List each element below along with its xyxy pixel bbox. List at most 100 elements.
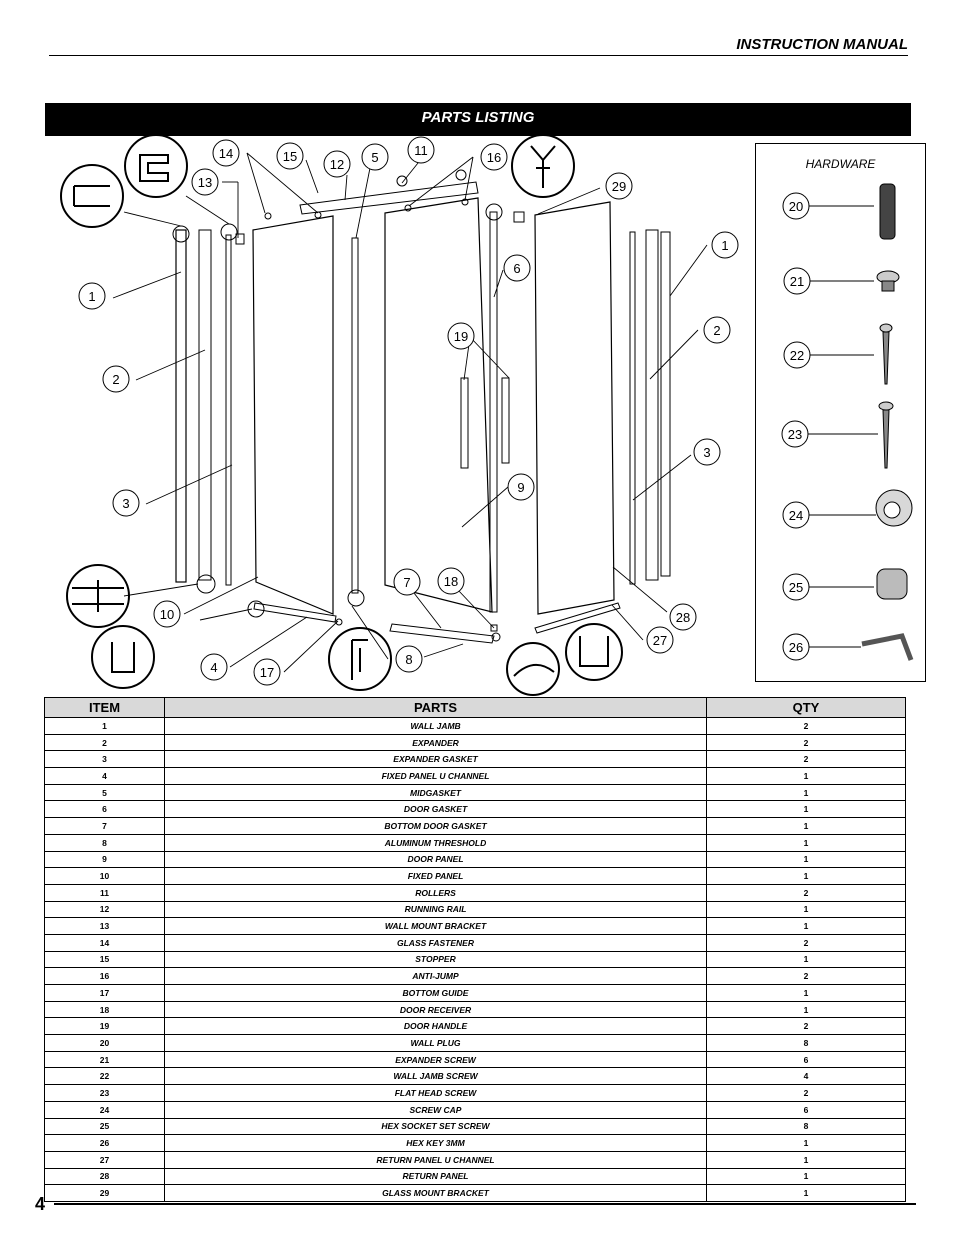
hardware-panel: HARDWARE 20 21 22 [755, 143, 926, 682]
svg-text:16: 16 [487, 150, 501, 165]
cell-qty: 1 [706, 800, 906, 818]
flat-head-screw-icon [878, 401, 894, 411]
fixed-panel-drawing [252, 215, 334, 615]
callout-4: 4 [200, 653, 228, 681]
cell-item: 2 [44, 733, 165, 751]
column-header-qty: QTY [706, 697, 906, 718]
callout-3-right: 3 [693, 438, 721, 466]
cell-qty: 1 [706, 950, 906, 968]
svg-text:26: 26 [789, 640, 803, 655]
cell-qty: 1 [706, 917, 906, 935]
detail-threshold-profile [506, 642, 560, 696]
parts-table-header: ITEM PARTS QTY [44, 697, 906, 718]
cell-item: 24 [44, 1100, 165, 1118]
detail-bottom-guide-profile [328, 627, 392, 691]
cell-qty: 2 [706, 717, 906, 735]
threshold-drawing [389, 623, 495, 644]
cell-part-name: SCREW CAP [164, 1100, 707, 1118]
svg-text:14: 14 [219, 146, 233, 161]
cell-part-name: MIDGASKET [164, 783, 707, 801]
callouts: 14 15 12 5 11 16 13 29 1 1 6 2 2 19 3 3 … [78, 136, 739, 686]
callout-15: 15 [276, 142, 304, 170]
svg-text:3: 3 [703, 445, 710, 460]
hardware-item-24: 24 [782, 489, 913, 529]
cell-part-name: ALUMINUM THRESHOLD [164, 833, 707, 851]
door-gasket-drawing [489, 211, 498, 613]
expander-right-drawing [645, 229, 659, 581]
cell-item: 29 [44, 1184, 165, 1202]
door-handle-drawing-2 [501, 377, 510, 464]
expander-gasket-right-drawing [629, 231, 636, 585]
svg-text:4: 4 [210, 660, 217, 675]
door-panel-drawing [384, 197, 493, 613]
svg-text:11: 11 [414, 143, 428, 158]
cell-part-name: RUNNING RAIL [164, 900, 707, 918]
detail-wall-jamb-profile [60, 164, 124, 228]
footer-divider [54, 1203, 916, 1205]
cell-qty: 1 [706, 1150, 906, 1169]
wall-jamb-left-drawing [175, 229, 187, 583]
cell-part-name: WALL JAMB SCREW [164, 1067, 707, 1085]
hardware-item-21: 21 [783, 267, 900, 295]
cell-item: 11 [44, 883, 165, 902]
cell-part-name: RETURN PANEL [164, 1167, 707, 1185]
hardware-item-26: 26 [782, 633, 914, 661]
svg-text:21: 21 [790, 274, 804, 289]
wall-jamb-screw-icon [879, 323, 893, 333]
cell-part-name: WALL JAMB [164, 717, 707, 735]
callout-2-left: 2 [102, 365, 130, 393]
cell-part-name: DOOR RECEIVER [164, 1000, 707, 1018]
cell-qty: 8 [706, 1117, 906, 1135]
callout-17: 17 [253, 658, 281, 686]
cell-item: 27 [44, 1150, 165, 1169]
svg-text:28: 28 [676, 610, 690, 625]
callout-5: 5 [361, 143, 389, 171]
cell-part-name: FIXED PANEL U CHANNEL [164, 767, 707, 785]
cell-item: 4 [44, 767, 165, 785]
hardware-item-20: 20 [782, 183, 896, 240]
svg-text:27: 27 [653, 633, 667, 648]
cell-item: 21 [44, 1050, 165, 1068]
cell-part-name: BOTTOM GUIDE [164, 984, 707, 1002]
cell-part-name: RETURN PANEL U CHANNEL [164, 1150, 707, 1169]
callout-19: 19 [447, 322, 475, 350]
callout-1-right: 1 [711, 231, 739, 259]
running-rail-drawing [299, 181, 479, 215]
expander-gasket-left-drawing [225, 234, 232, 586]
cell-part-name: DOOR PANEL [164, 850, 707, 868]
callout-16: 16 [480, 143, 508, 171]
cell-qty: 2 [706, 933, 906, 952]
cell-part-name: WALL MOUNT BRACKET [164, 917, 707, 935]
cell-qty: 1 [706, 783, 906, 801]
cell-part-name: EXPANDER SCREW [164, 1050, 707, 1068]
cell-item: 6 [44, 800, 165, 818]
cell-qty: 6 [706, 1050, 906, 1068]
callout-9: 9 [507, 473, 535, 501]
return-panel-drawing [534, 201, 615, 615]
callout-14: 14 [212, 139, 240, 167]
callout-8: 8 [395, 645, 423, 673]
cell-qty: 2 [706, 883, 906, 902]
svg-text:23: 23 [788, 427, 802, 442]
cell-qty: 1 [706, 1134, 906, 1152]
cell-item: 1 [44, 717, 165, 735]
svg-text:18: 18 [444, 574, 458, 589]
wall-plug-icon [879, 183, 896, 240]
header-divider [49, 55, 908, 56]
